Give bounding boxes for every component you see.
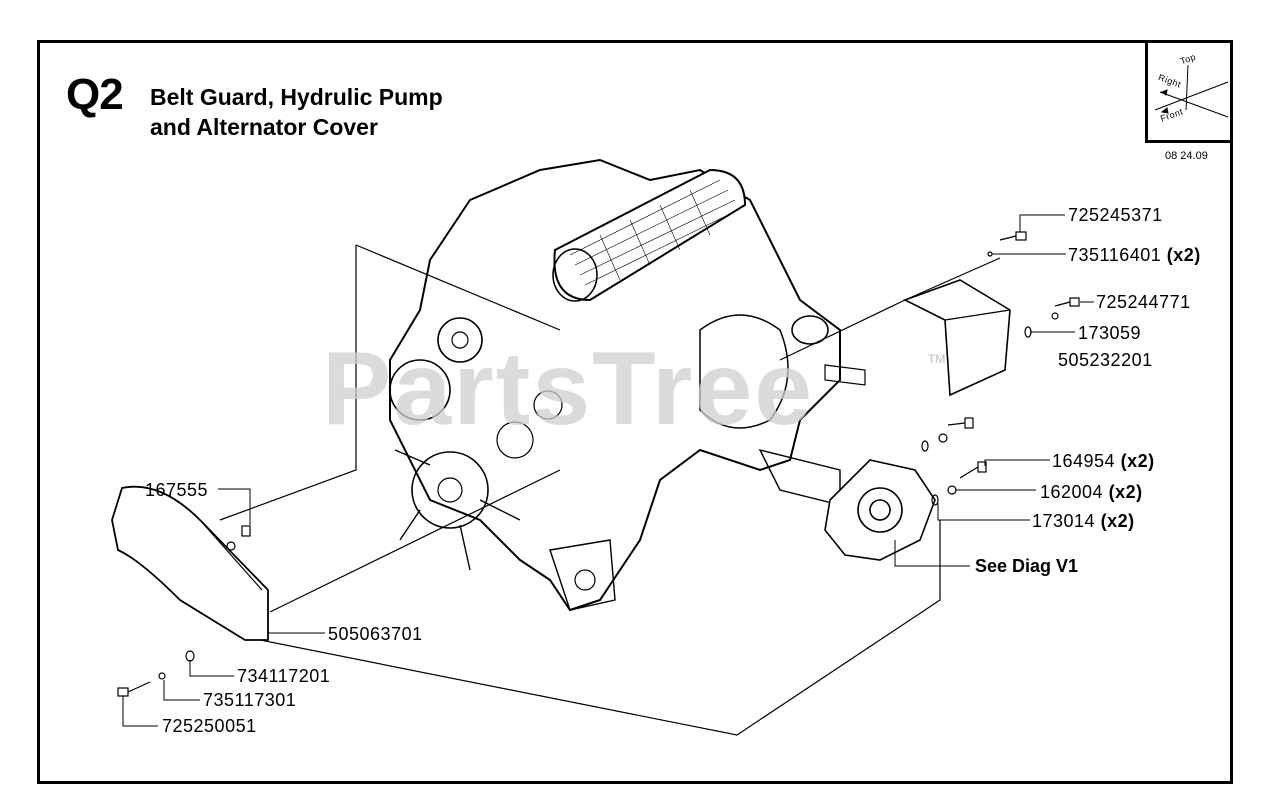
part-number: 735117301 bbox=[203, 690, 297, 710]
part-callout[interactable]: 162004 (x2) bbox=[1040, 482, 1143, 503]
diagram-title-line2: and Alternator Cover bbox=[150, 114, 378, 140]
watermark-tm: TM bbox=[928, 352, 946, 366]
assembly-line bbox=[904, 257, 1001, 301]
assembly-line bbox=[269, 469, 561, 613]
part-qty: (x2) bbox=[1166, 245, 1201, 265]
assembly-line bbox=[239, 520, 941, 736]
callout-leaders bbox=[122, 214, 1094, 727]
part-number: 725245371 bbox=[1068, 205, 1163, 225]
diagram-code: Q2 bbox=[66, 70, 124, 119]
part-number: 167555 bbox=[145, 480, 209, 500]
part-number: 725244771 bbox=[1096, 292, 1191, 312]
assembly-line bbox=[355, 244, 561, 331]
part-number: 164954 bbox=[1052, 451, 1116, 471]
part-callout[interactable]: 735116401 (x2) bbox=[1068, 245, 1201, 266]
part-callout[interactable]: 725244771 bbox=[1096, 292, 1191, 313]
assembly-line bbox=[779, 299, 906, 361]
belt-guard-drawing bbox=[111, 485, 269, 641]
part-callout[interactable]: 173059 bbox=[1078, 323, 1141, 344]
part-number: 735116401 bbox=[1068, 245, 1162, 265]
watermark: PartsTree bbox=[322, 331, 815, 447]
hydraulic-pump-drawing bbox=[824, 459, 936, 561]
part-callout[interactable]: 734117201 bbox=[237, 666, 330, 687]
part-callout[interactable]: 735117301 bbox=[203, 690, 296, 711]
engine-block-drawing bbox=[389, 158, 866, 612]
fastener-drawings bbox=[117, 231, 1080, 697]
part-number: 734117201 bbox=[237, 666, 331, 686]
part-qty: (x2) bbox=[1100, 511, 1135, 531]
diagram-frame bbox=[37, 40, 1233, 784]
compass-box bbox=[1145, 43, 1233, 143]
assembly-line bbox=[219, 245, 357, 521]
part-number: 725250051 bbox=[162, 716, 257, 736]
part-callout[interactable]: 725245371 bbox=[1068, 205, 1163, 226]
alternator-cover-drawing bbox=[902, 279, 1011, 397]
part-number: 505232201 bbox=[1058, 350, 1153, 370]
part-callout[interactable]: 505232201 bbox=[1058, 350, 1153, 371]
compass-drawing bbox=[1154, 64, 1229, 118]
part-callout[interactable]: 505063701 bbox=[328, 624, 423, 645]
diagram-title-line1: Belt Guard, Hydrulic Pump bbox=[150, 84, 443, 110]
part-number: 505063701 bbox=[328, 624, 423, 644]
part-qty: (x2) bbox=[1108, 482, 1143, 502]
part-callout[interactable]: 164954 (x2) bbox=[1052, 451, 1155, 472]
part-callout[interactable]: 167555 bbox=[145, 480, 208, 501]
part-number: 173014 bbox=[1032, 511, 1096, 531]
see-diagram-link[interactable]: See Diag V1 bbox=[975, 556, 1079, 576]
part-callout[interactable]: 725250051 bbox=[162, 716, 257, 737]
part-qty: (x2) bbox=[1120, 451, 1155, 471]
diagram-date: 08 24.09 bbox=[1165, 150, 1208, 162]
part-callout[interactable]: 173014 (x2) bbox=[1032, 511, 1135, 532]
part-number: 173059 bbox=[1078, 323, 1142, 343]
part-number: 162004 bbox=[1040, 482, 1104, 502]
